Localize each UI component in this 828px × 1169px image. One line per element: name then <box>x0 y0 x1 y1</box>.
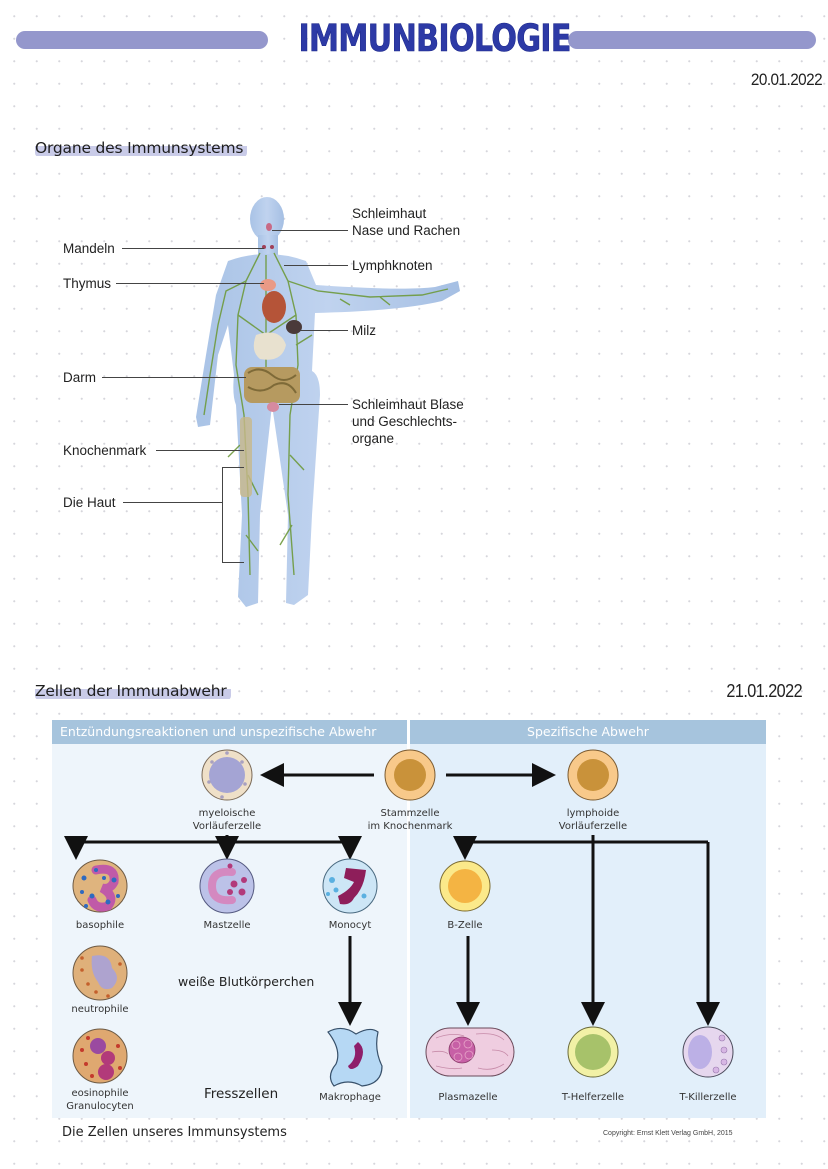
tonsil-right <box>270 245 274 249</box>
label-haut: Die Haut <box>63 495 116 510</box>
arrow-myeloid-branch <box>74 835 352 850</box>
immune-cells-diagram: Entzündungsreaktionen und unspezifische … <box>52 720 766 1118</box>
cell-lineage-svg <box>64 749 734 1087</box>
macrophage-cell <box>327 1027 383 1087</box>
label-bzelle: B-Zelle <box>447 920 483 931</box>
neutrophile-cell <box>72 945 128 1001</box>
section-title-cells: Zellen der Immunabwehr <box>32 682 234 700</box>
panel-header-unspecific: Entzündungsreaktionen und unspezifische … <box>52 720 407 744</box>
label-schleimhaut-blase: Schleimhaut Blase und Geschlechts- organ… <box>352 396 464 447</box>
label-tkiller: T-Killerzelle <box>679 1092 737 1103</box>
label-line: organe <box>352 431 395 446</box>
label-thelfer: T-Helferzelle <box>561 1092 625 1103</box>
intestine <box>244 367 300 403</box>
label-line: Schleimhaut Blase <box>352 397 464 412</box>
copyright-notice: Copyright: Ernst Klett Verlag GmbH, 2015 <box>603 1130 733 1137</box>
label-myeloid: myeloische Vorläuferzelle <box>193 807 261 833</box>
bone-marrow <box>240 417 252 497</box>
label-line: Schleimhaut <box>352 206 427 221</box>
leader-knochenmark <box>156 450 244 452</box>
date-section-1: 20.01.2022 <box>750 70 823 89</box>
label-eosinophile: eosinophile Granulocyten <box>66 1087 133 1113</box>
label-mastzelle: Mastzelle <box>203 920 251 931</box>
leader-haut <box>123 502 223 504</box>
label-line: Nase und Rachen <box>352 223 461 238</box>
label-line: Stammzelle <box>380 808 440 819</box>
label-line: Granulocyten <box>66 1101 134 1112</box>
label-lymphoid: lymphoide Vorläuferzelle <box>559 807 627 833</box>
leader-darm <box>102 377 246 379</box>
label-schleimhaut-nase: Schleimhaut Nase und Rachen <box>352 205 460 239</box>
bladder <box>267 402 279 412</box>
header-bar-left <box>16 31 268 49</box>
body-illustration <box>196 197 460 607</box>
label-line: lymphoide <box>566 808 620 819</box>
eosinophile-cell <box>72 1028 128 1084</box>
leader-milz <box>300 330 348 332</box>
label-plasmazelle: Plasmazelle <box>438 1092 498 1103</box>
page-title: IMMUNBIOLOGIE <box>298 17 572 61</box>
label-lymphknoten: Lymphknoten <box>352 258 433 273</box>
label-line: und Geschlechts- <box>352 414 458 429</box>
label-thymus: Thymus <box>63 276 112 291</box>
label-line: Vorläuferzelle <box>558 821 628 832</box>
thymus <box>260 279 276 291</box>
stem-cell <box>384 749 436 801</box>
date-section-2: 21.01.2022 <box>726 681 802 701</box>
spleen <box>286 320 302 334</box>
immune-organs-figure: Mandeln Thymus Darm Knochenmark Die Haut… <box>50 195 480 615</box>
label-makrophage: Makrophage <box>319 1092 381 1103</box>
note-phagocytes: Fresszellen <box>204 1086 279 1102</box>
label-mandeln: Mandeln <box>63 241 115 256</box>
label-darm: Darm <box>63 370 96 385</box>
label-monocyt: Monocyt <box>328 920 372 931</box>
plasma-cell <box>425 1027 515 1077</box>
label-knochenmark: Knochenmark <box>63 443 147 458</box>
panel-header-specific: Spezifische Abwehr <box>410 720 766 744</box>
label-line: eosinophile <box>71 1088 129 1099</box>
b-cell <box>439 860 491 912</box>
heart <box>262 291 286 323</box>
label-line: im Knochenmark <box>367 821 453 832</box>
label-milz: Milz <box>352 323 376 338</box>
section-title-organs: Organe des Immunsystems <box>32 139 250 157</box>
leader-thymus <box>116 283 264 285</box>
section-title-cells-text: Zellen der Immunabwehr <box>35 682 231 700</box>
nose-mucosa <box>266 223 272 231</box>
label-line: Vorläuferzelle <box>192 821 262 832</box>
leader-schleimhaut-nase <box>272 230 348 232</box>
leader-lymphknoten <box>284 265 348 267</box>
lineage-arrows <box>64 763 720 1026</box>
section-title-organs-text: Organe des Immunsystems <box>35 139 248 157</box>
stomach <box>253 332 286 360</box>
t-killer-cell <box>682 1026 734 1078</box>
label-neutrophile: neutrophile <box>71 1004 129 1015</box>
note-white-blood-cells: weiße Blutkörperchen <box>178 974 315 989</box>
leader-mandeln <box>122 248 264 250</box>
leader-schleimhaut-blase <box>279 404 348 406</box>
label-line: myeloische <box>198 808 256 819</box>
diagram-caption: Die Zellen unseres Immunsystems <box>62 1125 287 1140</box>
myeloid-progenitor <box>201 749 253 801</box>
header-bar-right <box>568 31 816 49</box>
monocyte-cell <box>322 858 378 914</box>
basophile-cell <box>72 859 128 913</box>
lymphoid-progenitor <box>567 749 619 801</box>
t-helper-cell <box>567 1026 619 1078</box>
bracket-haut <box>222 467 244 563</box>
label-stem-cell: Stammzelle im Knochenmark <box>368 807 453 833</box>
label-basophile: basophile <box>75 920 125 931</box>
mast-cell <box>199 858 255 914</box>
